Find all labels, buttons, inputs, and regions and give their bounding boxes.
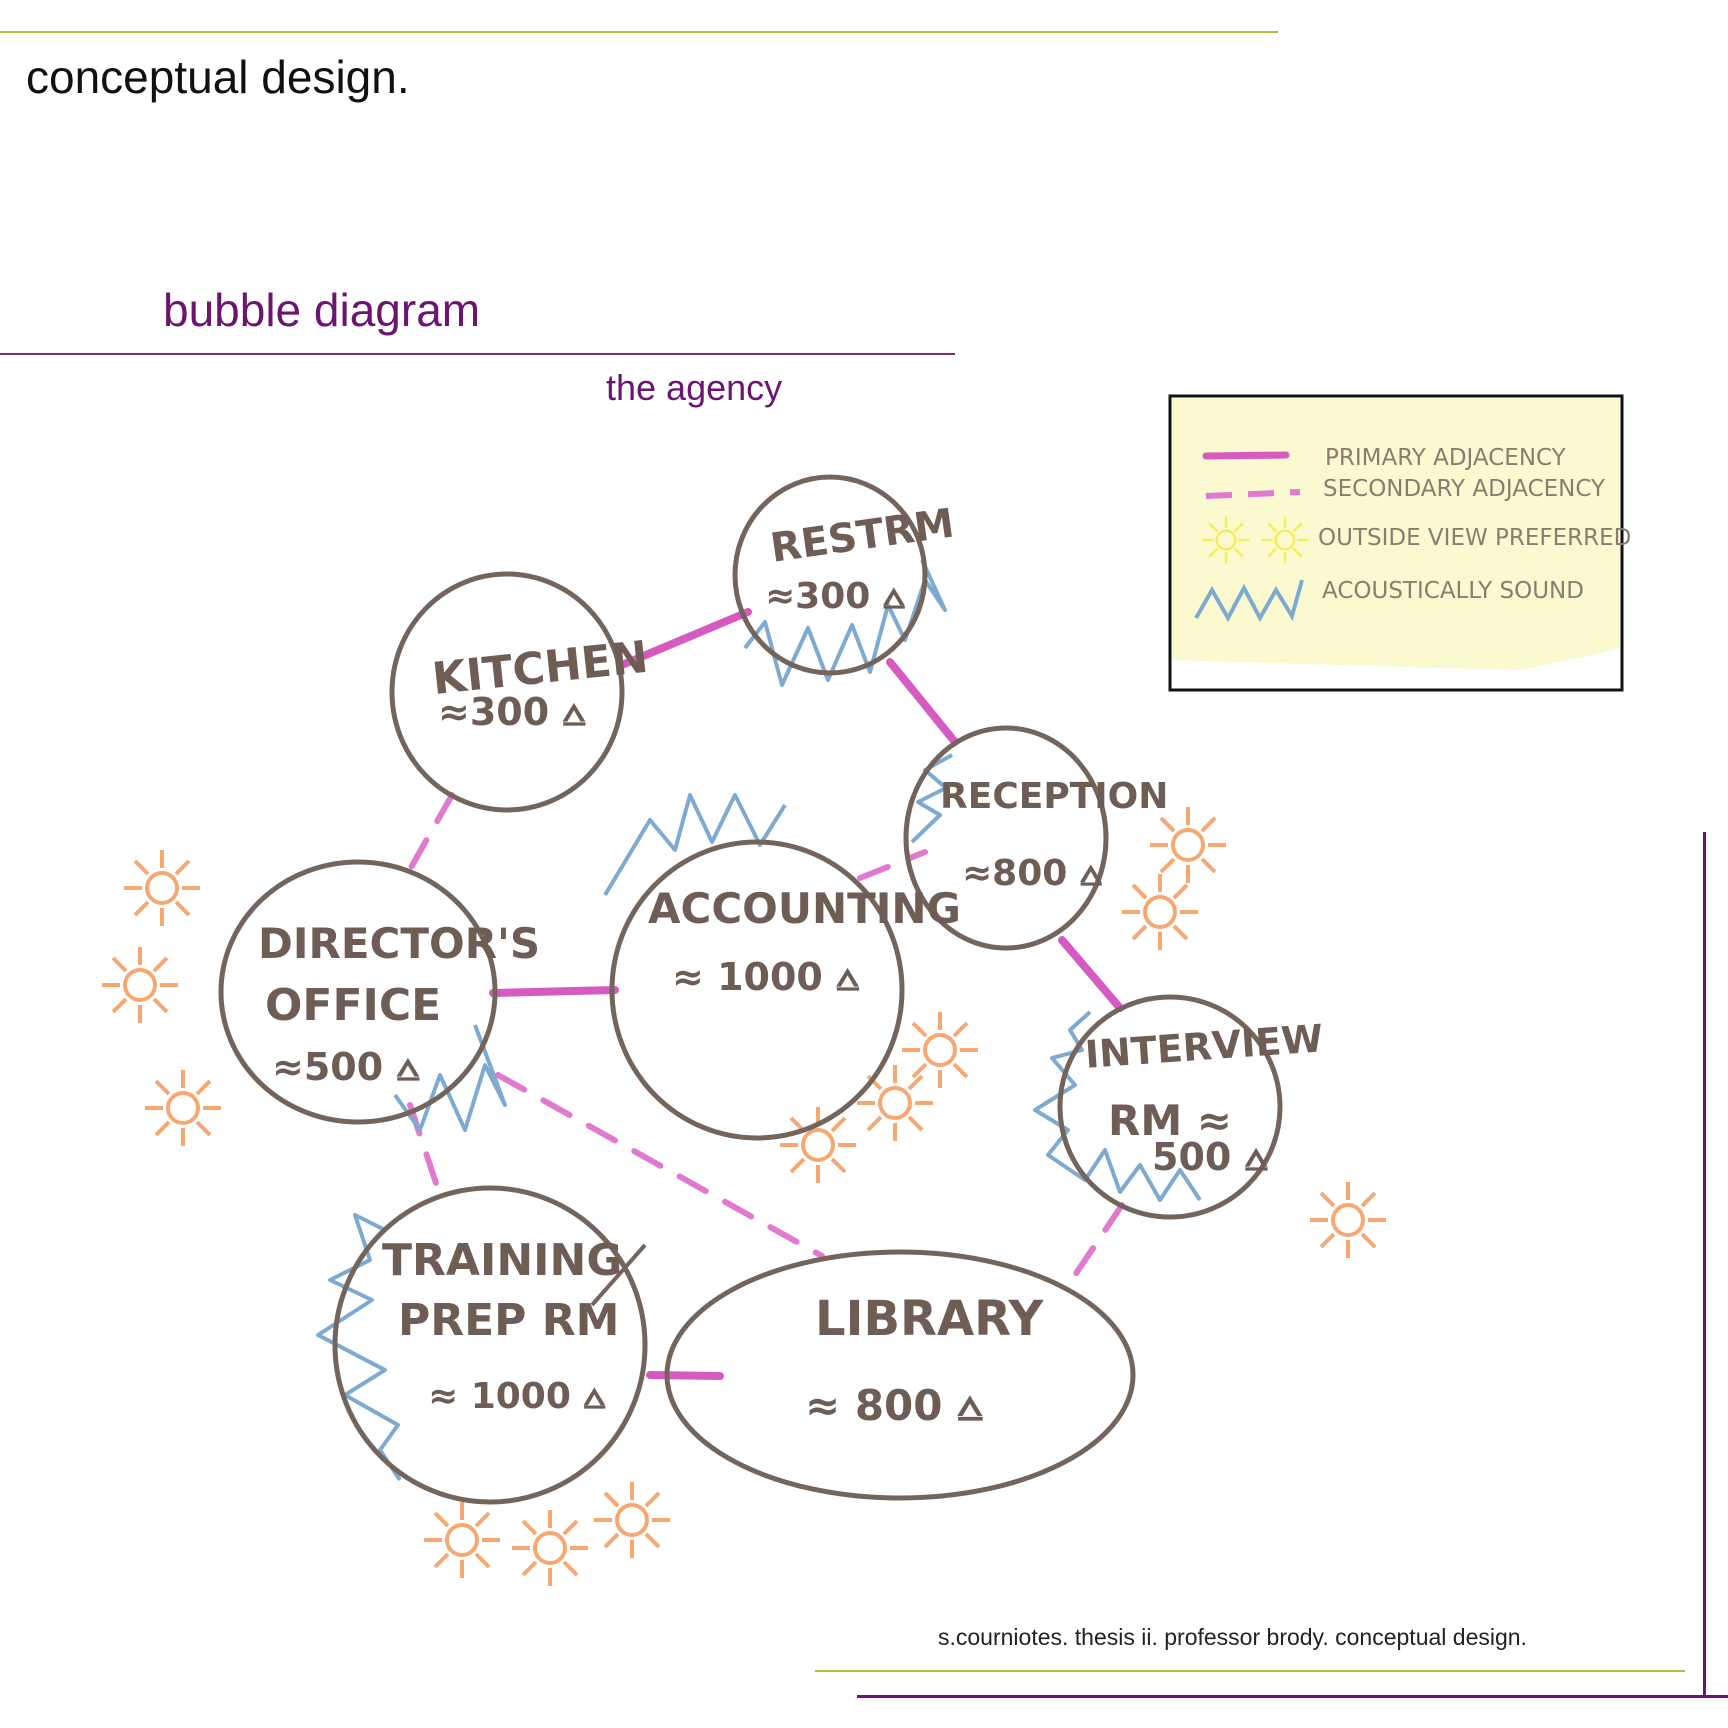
legend: PRIMARY ADJACENCY SECONDARY ADJACENCY OU… — [1168, 394, 1631, 692]
bubble-interview — [1057, 994, 1283, 1220]
room-name-line2: PREP RM — [398, 1295, 619, 1346]
top-rule — [0, 31, 1278, 33]
legend-secondary-label: SECONDARY ADJACENCY — [1323, 476, 1606, 502]
room-name-line2: OFFICE — [265, 980, 441, 1031]
room-area: ≈ 1000 ⩟ — [672, 955, 860, 999]
zigzag-directors — [393, 1024, 507, 1132]
bubble-reception — [903, 725, 1109, 951]
room-labels: RESTRM ≈300 ⩟ KITCHEN ≈300 ⩟ RECEPTION ≈… — [258, 500, 1325, 1430]
adjacency-reception-interview — [1058, 936, 1124, 1012]
bubble-directors — [218, 859, 498, 1125]
sun-icon — [422, 1500, 502, 1580]
sun-icon — [1120, 872, 1200, 952]
adjacency-restrm-reception — [886, 658, 959, 746]
legend-frame — [1168, 394, 1624, 692]
room-name-line2: RM ≈ — [1108, 1096, 1232, 1145]
adjacency-directors-accounting — [489, 986, 619, 997]
room-area: ≈300 ⩟ — [438, 690, 586, 734]
sun-icon — [855, 1063, 935, 1143]
section-rule — [0, 353, 955, 355]
legend-primary-label: PRIMARY ADJACENCY — [1325, 445, 1567, 471]
section-title: bubble diagram — [163, 284, 481, 336]
legend-zigzag-swatch — [1194, 579, 1304, 623]
adjacency-interview-library — [1072, 1202, 1125, 1278]
legend-primary-swatch — [1202, 451, 1290, 460]
sun-icon — [900, 1010, 980, 1090]
zigzag-restrm — [743, 559, 947, 687]
room-name: TRAINING — [382, 1235, 622, 1286]
footer-green-rule — [815, 1670, 1685, 1672]
room-area: ≈ 800 ⩟ — [805, 1381, 983, 1430]
legend-acoustic-label: ACOUSTICALLY SOUND — [1322, 578, 1584, 604]
bubble-accounting — [609, 839, 905, 1141]
footer-purple-rule — [857, 1695, 1728, 1698]
adjacency-kitchen-directors — [402, 792, 455, 881]
room-name: RECEPTION — [940, 776, 1168, 817]
sun-icon — [100, 945, 180, 1025]
sun-icon — [143, 1068, 223, 1148]
bubble-restrm — [732, 474, 928, 676]
right-vertical-rule — [1703, 832, 1706, 1698]
zigzag-accounting — [603, 793, 787, 897]
room-name: DIRECTOR'S — [258, 919, 540, 968]
room-bubbles — [218, 474, 1283, 1505]
adjacency-accounting-reception — [857, 849, 928, 881]
sun-icon — [1148, 805, 1228, 885]
sun-icon — [122, 848, 202, 928]
sun-icon — [778, 1105, 858, 1185]
diagram-subtitle: the agency — [606, 367, 783, 408]
footer-credit: s.courniotes. thesis ii. professor brody… — [938, 1624, 1527, 1650]
primary-adjacencies — [489, 608, 1124, 1380]
sun-icon — [510, 1508, 590, 1588]
room-area: ≈500 ⩟ — [272, 1045, 420, 1089]
sun-icon — [592, 1480, 672, 1560]
legend-secondary-swatch — [1205, 489, 1301, 499]
bubble-training — [332, 1185, 648, 1505]
room-name: INTERVIEW — [1084, 1016, 1325, 1077]
room-area: ≈300 ⩟ — [765, 576, 905, 617]
zigzag-training — [316, 1213, 402, 1482]
adjacency-directors-library — [495, 1072, 825, 1259]
room-name: ACCOUNTING — [648, 884, 961, 933]
sun-icon — [1308, 1180, 1388, 1260]
adjacency-kitchen-restrm — [618, 608, 752, 669]
legend-outside-view-label: OUTSIDE VIEW PREFERRED — [1318, 525, 1631, 551]
adjacency-training-library — [646, 1371, 724, 1380]
page-title: conceptual design. — [26, 51, 410, 103]
room-area: ≈ 1000 ⩟ — [428, 1376, 605, 1417]
bubble-kitchen — [389, 571, 625, 813]
room-area: ≈800 ⩟ — [962, 853, 1102, 894]
room-name: LIBRARY — [815, 1291, 1044, 1347]
training-slash-mark — [590, 1243, 647, 1307]
room-area: 500 ⩟ — [1152, 1135, 1269, 1179]
room-name: RESTRM — [768, 500, 957, 571]
bubble-library — [664, 1249, 1136, 1501]
